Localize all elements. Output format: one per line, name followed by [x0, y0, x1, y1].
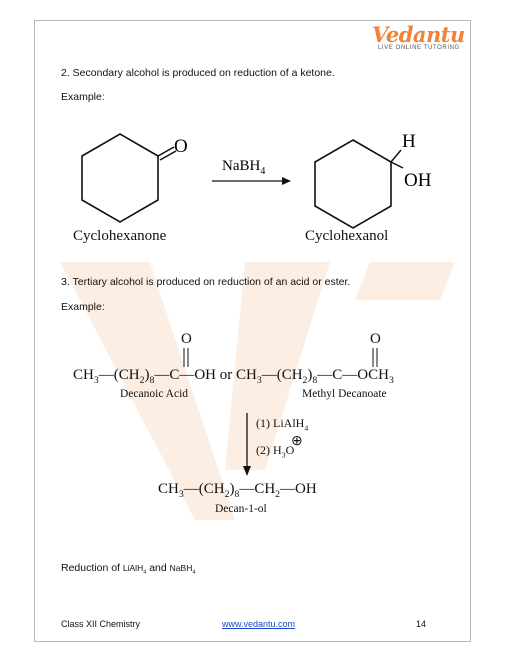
cyclohexanone-ring — [81, 133, 159, 223]
decanoic-acid-label: Decanoic Acid — [120, 388, 189, 400]
page-number: 14 — [416, 619, 427, 629]
footer-subject: Class XII Chemistry — [61, 619, 141, 629]
vedantu-logo: Vedantu LIVE ONLINE TUTORING — [372, 22, 472, 56]
section3-example-label: Example: — [61, 301, 105, 313]
cyclohexanol-ring — [314, 139, 392, 229]
decanol-formula: CH3—(CH2)8—CH2—OH — [158, 481, 317, 500]
carbonyl-double-bonds — [183, 348, 378, 367]
carbonyl-oxygen: O — [174, 136, 188, 157]
section2-example-label: Example: — [61, 91, 105, 103]
methyl-decanoate-label: Methyl Decanoate — [302, 388, 387, 400]
section4-heading: Reduction of LiAlH4 and NaBH4 — [61, 562, 196, 576]
cyclohexanone-label: Cyclohexanone — [73, 228, 167, 244]
or-connector: or — [219, 367, 233, 383]
acid-carbonyl-oxygen: O — [181, 331, 192, 347]
logo-wordmark: Vedantu — [372, 22, 465, 47]
product-hydrogen: H — [402, 131, 416, 152]
product-hydroxyl: OH — [404, 170, 432, 191]
decanol-label: Decan-1-ol — [215, 503, 267, 515]
section2-heading: 2. Secondary alcohol is produced on redu… — [61, 67, 335, 79]
plus-charge-icon: ⊕ — [291, 434, 303, 449]
lialh4-step: (1) LiAlH4 — [256, 416, 309, 433]
acid-ester-formula-line: CH3—(CH2)8—C—OH or CH3—(CH2)8—C—OCH3 — [73, 367, 394, 386]
ketone-reduction-diagram: O NaBH4 H OH — [81, 131, 432, 229]
cyclohexanol-label: Cyclohexanol — [305, 228, 389, 244]
footer-website-link[interactable]: www.vedantu.com — [222, 619, 296, 629]
ester-carbonyl-oxygen: O — [370, 331, 381, 347]
reduction-arrow — [243, 413, 251, 476]
logo-tagline: LIVE ONLINE TUTORING — [378, 45, 460, 51]
section3-heading: 3. Tertiary alcohol is produced on reduc… — [61, 276, 351, 288]
nabh4-reagent: NaBH4 — [222, 158, 265, 177]
page-border — [34, 20, 471, 642]
h3o-step: (2) H3O — [256, 443, 295, 460]
